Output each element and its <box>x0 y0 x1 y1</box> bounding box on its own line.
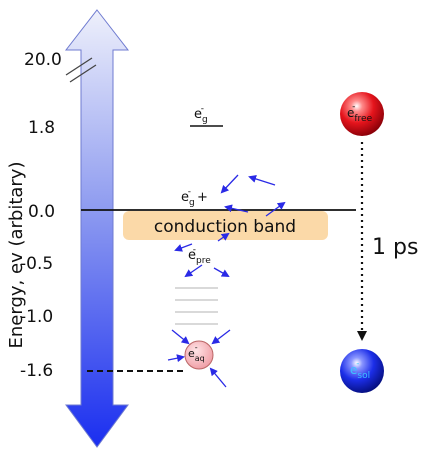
solvated-electron-ball <box>340 349 384 393</box>
tick-label-neg1.6: -1.6 <box>20 361 53 381</box>
epre-arrows <box>174 232 230 278</box>
tick-label-neg0.5: -0.5 <box>20 254 53 274</box>
epre-label: epre- <box>188 245 211 266</box>
free-electron-ball <box>340 92 384 136</box>
energy-axis-arrow <box>64 9 130 448</box>
eaq-ball <box>184 340 214 370</box>
eg-level-label: eg- <box>190 104 223 127</box>
eaq-converging-arrows <box>167 329 231 388</box>
tick-label-neg1.0: -1.0 <box>20 307 53 327</box>
eg-plus-label: eg-+ <box>181 187 208 208</box>
axis-break-mark <box>65 57 97 83</box>
conduction-band <box>123 211 328 240</box>
eaq-label: eaq- <box>188 343 205 363</box>
tick-label-0: 0.0 <box>28 202 55 222</box>
svg-text:eg-: eg- <box>194 104 208 125</box>
conduction-band-label: conduction band <box>154 217 296 237</box>
solvated-electron-label: esol- <box>350 359 370 381</box>
transition-time-label: 1 ps <box>372 235 418 260</box>
y-axis-label: Energy, ev (arbitary) <box>6 162 27 349</box>
tick-label-1.8: 1.8 <box>28 118 55 138</box>
free-electron-label: efree- <box>347 102 373 124</box>
intermediate-levels <box>175 287 218 325</box>
eg-converging-arrows <box>220 174 286 217</box>
tick-label-20: 20.0 <box>24 50 62 70</box>
